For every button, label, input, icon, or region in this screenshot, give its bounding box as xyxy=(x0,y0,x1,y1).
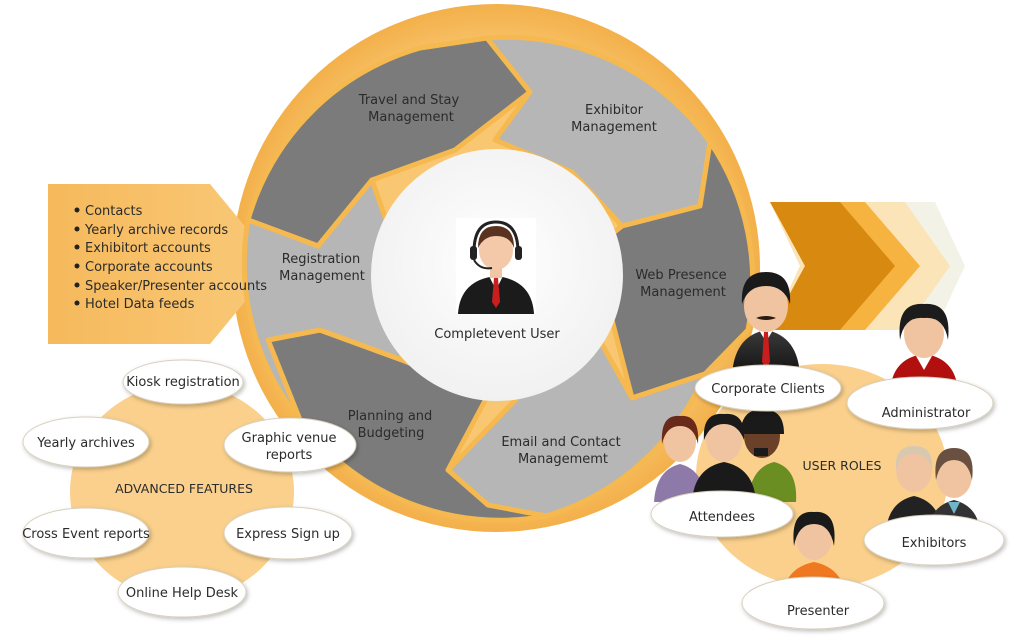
feature-express-sign-up: Express Sign up xyxy=(236,527,340,542)
user-roles-title: USER ROLES xyxy=(803,458,882,473)
advanced-features-title: ADVANCED FEATURES xyxy=(115,481,253,496)
role-administrator: Administrator xyxy=(882,406,971,421)
segment-web-line1: Web Presence xyxy=(635,268,726,283)
bubble-administrator xyxy=(846,376,994,430)
feature-cross-event-reports: Cross Event reports xyxy=(22,527,150,542)
bubble-express xyxy=(223,506,353,560)
data-source-item: Exhibitort accounts xyxy=(85,241,211,256)
corporate-client-icon xyxy=(732,272,800,376)
bubble-corporate xyxy=(694,364,842,412)
feature-yearly-archives: Yearly archives xyxy=(36,436,135,451)
data-sources-list: Contacts Yearly archive records Exhibito… xyxy=(74,204,267,312)
feature-graphic-venue-line1: Graphic venue xyxy=(242,431,337,446)
segment-travel-line1: Travel and Stay xyxy=(358,93,460,108)
cycle-segments xyxy=(241,34,756,523)
bullet-icon xyxy=(74,282,80,288)
feature-kiosk-registration: Kiosk registration xyxy=(126,375,240,390)
segment-travel-line2: Management xyxy=(368,110,454,125)
data-source-item: Contacts xyxy=(85,204,143,219)
data-source-item: Speaker/Presenter accounts xyxy=(85,279,267,294)
output-arrows xyxy=(770,202,965,330)
bubble-graphic xyxy=(223,417,357,473)
data-source-item: Corporate accounts xyxy=(85,260,213,275)
feature-graphic-venue-line2: reports xyxy=(266,448,313,463)
segment-email-line1: Email and Contact xyxy=(501,435,620,450)
segment-planning-line2: Budgeting xyxy=(358,426,425,441)
segment-registration-line2: Management xyxy=(279,269,365,284)
bullet-icon xyxy=(74,263,80,269)
role-presenter: Presenter xyxy=(787,604,850,619)
role-attendees: Attendees xyxy=(689,510,755,525)
role-exhibitors: Exhibitors xyxy=(902,536,967,551)
headset-user-icon xyxy=(456,218,536,314)
bubble-kiosk xyxy=(122,359,244,405)
segment-web-line2: Management xyxy=(640,285,726,300)
data-source-item: Yearly archive records xyxy=(84,223,228,238)
segment-email-line2: Managememt xyxy=(518,452,608,467)
bullet-icon xyxy=(74,244,80,250)
segment-exhibitor-line1: Exhibitor xyxy=(585,103,644,118)
feature-bubbles xyxy=(22,359,357,618)
segment-planning-line1: Planning and xyxy=(348,409,433,424)
segment-registration-line1: Registration xyxy=(282,252,360,267)
bubble-presenter xyxy=(741,576,885,630)
bubble-exhibitors xyxy=(863,514,1005,566)
center-label: Completevent User xyxy=(434,327,560,342)
feature-online-help-desk: Online Help Desk xyxy=(126,586,239,601)
role-corporate-clients: Corporate Clients xyxy=(711,382,825,397)
segment-exhibitor-line2: Management xyxy=(571,120,657,135)
role-bubbles xyxy=(650,364,1005,630)
bullet-icon xyxy=(74,207,80,213)
bullet-icon xyxy=(74,226,80,232)
data-sources-arrow xyxy=(48,184,276,344)
bubble-cross xyxy=(22,507,150,559)
bubble-yearly xyxy=(22,416,150,468)
data-source-item: Hotel Data feeds xyxy=(85,297,195,312)
bullet-icon xyxy=(74,300,80,306)
bubble-attendees xyxy=(650,490,794,538)
bubble-helpdesk xyxy=(117,566,247,618)
